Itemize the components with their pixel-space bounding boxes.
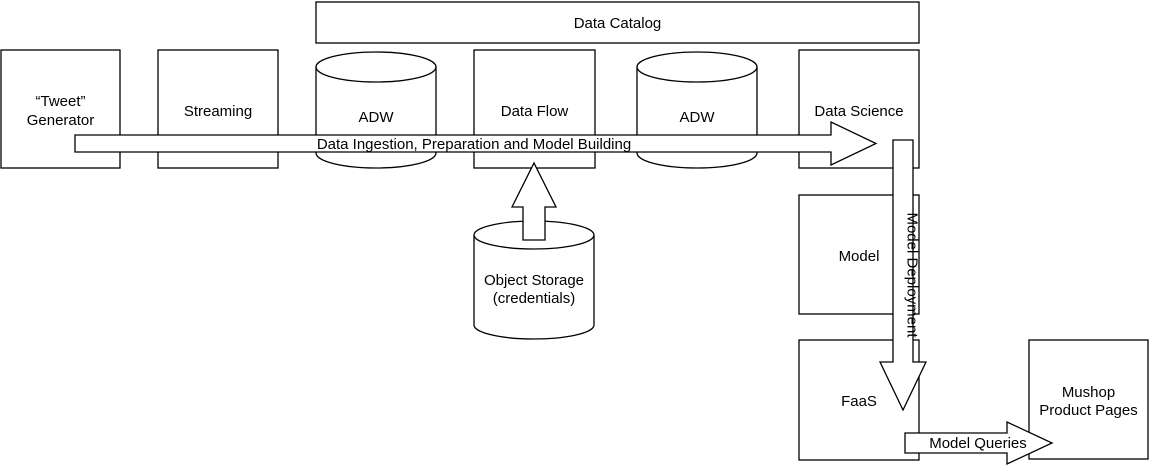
queries-arrow: Model Queries: [904, 420, 1054, 465]
faas-label: FaaS: [841, 393, 877, 410]
model-label: Model: [839, 248, 880, 265]
streaming-label: Streaming: [184, 103, 252, 120]
data-flow-label: Data Flow: [501, 103, 569, 120]
deployment-arrow: Model Deployment: [878, 139, 928, 412]
mushop-label-line2: Product Pages: [1039, 402, 1137, 419]
adw-1-label: ADW: [359, 109, 395, 126]
mushop-label-line1: Mushop: [1062, 384, 1115, 401]
ingestion-arrow: Data Ingestion, Preparation and Model Bu…: [74, 120, 878, 167]
object-storage-label-line1: Object Storage: [484, 272, 584, 289]
deployment-arrow-label: Model Deployment: [904, 212, 921, 338]
credentials-up-arrow: [510, 161, 558, 241]
data-catalog-label: Data Catalog: [574, 15, 662, 32]
ingestion-arrow-label: Data Ingestion, Preparation and Model Bu…: [317, 136, 631, 153]
adw-2-label: ADW: [680, 109, 716, 126]
tweet-generator-label-line2: Generator: [27, 112, 95, 129]
queries-arrow-label: Model Queries: [929, 435, 1027, 452]
tweet-generator-label-line1: “Tweet”: [35, 93, 85, 110]
mushop-product-pages-box: Mushop Product Pages: [1028, 339, 1149, 460]
object-storage-database: Object Storage (credentials): [473, 220, 595, 340]
object-storage-label-line2: (credentials): [493, 290, 576, 307]
data-catalog-box: Data Catalog: [315, 1, 920, 44]
data-science-label: Data Science: [814, 103, 903, 120]
tweet-generator-box: “Tweet” Generator: [0, 49, 121, 169]
